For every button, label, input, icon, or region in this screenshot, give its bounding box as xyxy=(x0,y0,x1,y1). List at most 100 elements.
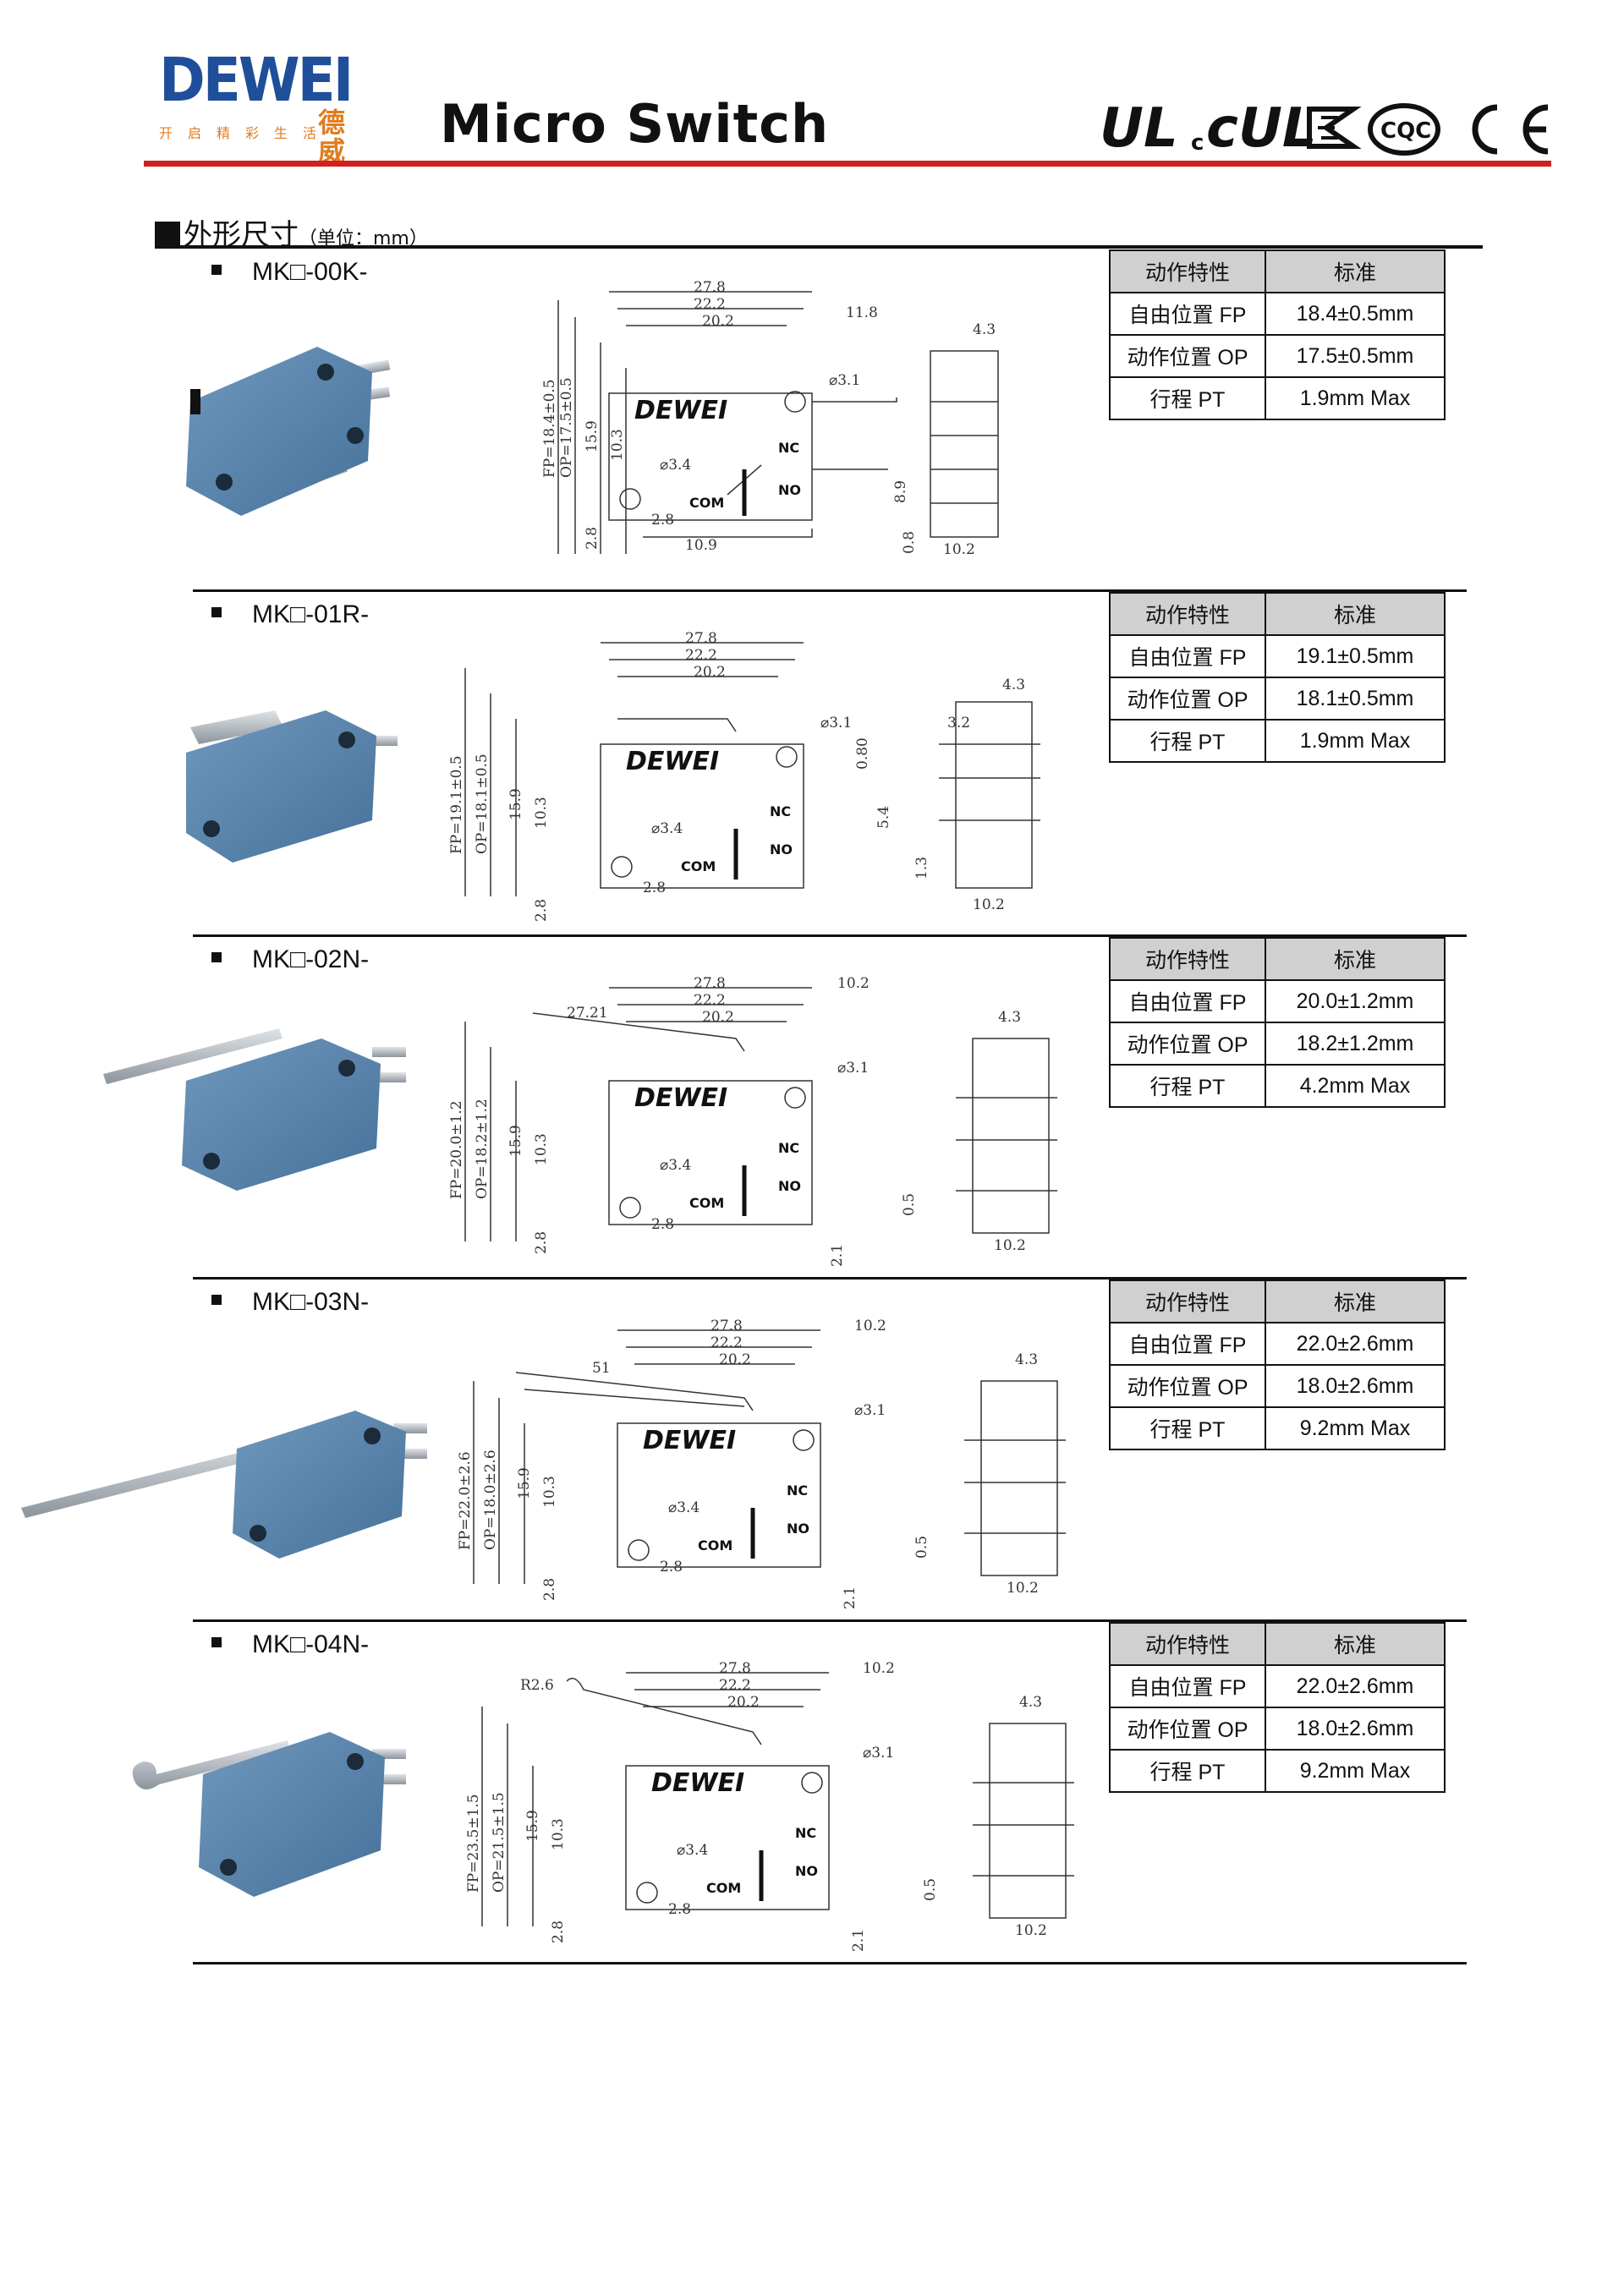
dim-hole2: ⌀3.4 xyxy=(660,457,691,474)
dim-overall: 27.8 xyxy=(685,630,717,647)
drawing-brand-text: DEWEI xyxy=(626,747,719,776)
dim-width: 10.2 xyxy=(973,896,1005,913)
dim-hole1: ⌀3.1 xyxy=(837,1060,869,1077)
dim-inner: 20.2 xyxy=(702,1009,734,1026)
model-name-text: MK□-02N- xyxy=(252,945,370,973)
cqc-mark-icon: CQC xyxy=(1368,103,1440,156)
dim-hole1: ⌀3.1 xyxy=(863,1745,894,1762)
dim-t1: 5.4 xyxy=(875,806,892,829)
dim-h2: 10.3 xyxy=(609,429,626,461)
terminal-no-label: NO xyxy=(778,1178,801,1194)
dim-left: 2.8 xyxy=(550,1921,567,1943)
dim-t0: 0.80 xyxy=(854,737,871,770)
dim-inner: 20.2 xyxy=(719,1351,751,1368)
drawing-brand-text: DEWEI xyxy=(634,1083,727,1113)
header-divider xyxy=(144,161,1551,167)
dim-op: OP=18.0±2.6 xyxy=(482,1449,499,1550)
dim-right: 10.2 xyxy=(837,975,870,992)
dim-bottom: 2.8 xyxy=(651,512,674,529)
dim-h2: 10.3 xyxy=(550,1818,567,1850)
table-header-standard: 标准 xyxy=(1265,937,1446,981)
table-header-characteristic: 动作特性 xyxy=(1109,1280,1266,1323)
dim-width: 10.2 xyxy=(943,541,975,558)
table-header-characteristic: 动作特性 xyxy=(1109,592,1266,636)
cul-mark-icon: c cUL xyxy=(1191,97,1317,156)
table-header-standard: 标准 xyxy=(1265,249,1446,293)
terminal-no-label: NO xyxy=(778,482,801,498)
cul-mark-text: cUL xyxy=(1206,97,1317,156)
dim-base: 10.9 xyxy=(685,537,717,554)
table-header-standard: 标准 xyxy=(1265,1280,1446,1323)
bullet-icon xyxy=(211,265,222,275)
dimension-drawing-00k: DEWEI NC NO COM 27.8 22.2 20.2 11.8 4.3 … xyxy=(541,279,999,558)
dim-mid: 22.2 xyxy=(710,1334,743,1351)
dim-width: 10.2 xyxy=(994,1237,1026,1254)
section-divider xyxy=(155,245,1483,249)
terminal-com-label: COM xyxy=(689,495,724,511)
dimension-drawing-01r: DEWEI NC NO COM 27.8 22.2 20.2 4.3 3.2 ⌀… xyxy=(448,630,1040,922)
table-header-standard: 标准 xyxy=(1265,592,1446,636)
table-header-standard: 标准 xyxy=(1265,1622,1446,1666)
dim-op: OP=18.2±1.2 xyxy=(474,1099,491,1199)
dim-bottom: 2.8 xyxy=(651,1216,674,1233)
terminal-com-label: COM xyxy=(689,1195,724,1211)
dim-t1: 0.5 xyxy=(922,1878,939,1901)
dim-op: OP=17.5±0.5 xyxy=(558,377,575,478)
dim-h2: 10.3 xyxy=(533,797,550,829)
dim-lever: R2.6 xyxy=(520,1677,554,1694)
ul-mark-icon: UL xyxy=(1100,97,1178,156)
terminal-com-label: COM xyxy=(706,1880,741,1896)
dim-t1: 0.5 xyxy=(901,1193,918,1216)
terminal-nc-label: NC xyxy=(778,440,799,456)
dim-h2: 10.3 xyxy=(533,1133,550,1165)
switch-photo-03n xyxy=(21,1411,427,1559)
dim-h1: 15.9 xyxy=(584,420,601,452)
dimension-drawing-04n: DEWEI NC NO COM 27.8 22.2 20.2 10.2 R2.6… xyxy=(465,1660,1074,1952)
dim-fp: FP=22.0±2.6 xyxy=(457,1451,474,1550)
dim-left: 2.8 xyxy=(584,527,601,550)
bullet-icon xyxy=(211,607,222,617)
dim-left: 2.8 xyxy=(541,1578,558,1601)
dim-hole1: ⌀3.1 xyxy=(854,1402,886,1419)
bullet-icon xyxy=(211,952,222,962)
model-name-text: MK□-00K- xyxy=(252,258,368,286)
brand-logo: DEWEI 德威 开启精彩生活 xyxy=(159,44,354,166)
dim-fp: FP=20.0±1.2 xyxy=(448,1100,465,1199)
heading-square-icon xyxy=(155,222,180,247)
dim-op: OP=21.5±1.5 xyxy=(491,1792,508,1893)
dim-t2: 0.8 xyxy=(901,531,918,554)
dim-side: 4.3 xyxy=(1002,677,1025,693)
dim-t1: 8.9 xyxy=(892,480,909,503)
dimension-drawing-02n: DEWEI NC NO COM 27.8 22.2 20.2 10.2 27.2… xyxy=(448,975,1057,1267)
dim-side: 4.3 xyxy=(1015,1351,1038,1368)
brand-logo-latin: DEWEI xyxy=(159,44,354,116)
model-block-04n: MK□-04N- DEWEI NC NO COM 27.8 22.2 20.2 … xyxy=(0,1622,1624,1967)
dim-right: 11.8 xyxy=(846,304,878,321)
dim-side2: 3.2 xyxy=(947,715,970,732)
dim-mid: 22.2 xyxy=(694,296,726,313)
block-divider xyxy=(193,1962,1467,1964)
switch-photo-00k xyxy=(186,347,391,516)
brand-slogan: 开启精彩生活 xyxy=(159,125,332,141)
dim-h1: 15.9 xyxy=(508,1125,524,1157)
enec-mark-icon xyxy=(1307,107,1362,149)
dim-bottom: 2.8 xyxy=(643,879,666,896)
table-header-characteristic: 动作特性 xyxy=(1109,249,1266,293)
dim-fp: FP=19.1±0.5 xyxy=(448,755,465,854)
model-name: MK□-02N- xyxy=(211,945,369,974)
ul-mark-text: UL xyxy=(1100,97,1178,156)
switch-photo-01r xyxy=(186,710,398,863)
terminal-nc-label: NC xyxy=(787,1482,808,1499)
block-divider xyxy=(193,589,1467,592)
